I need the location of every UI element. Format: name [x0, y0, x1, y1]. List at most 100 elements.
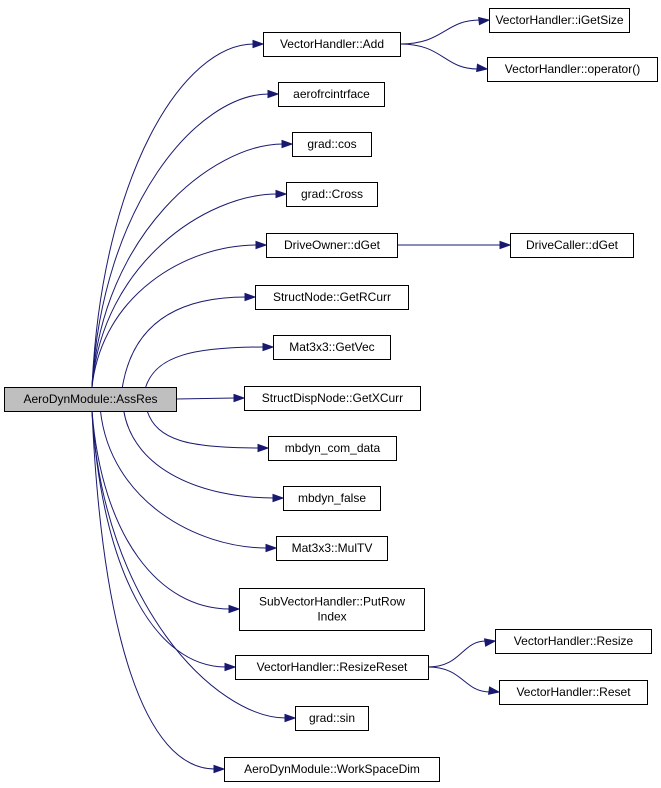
node-label: mbdyn_com_data — [285, 441, 381, 455]
edge-arrowhead — [483, 638, 497, 647]
node-label: VectorHandler::Reset — [516, 685, 631, 699]
node-cross[interactable]: grad::Cross — [286, 182, 378, 207]
edge-arrowhead — [224, 662, 237, 672]
edge-root-aerofrc — [91, 93, 270, 388]
node-label: AeroDynModule::WorkSpaceDim — [244, 762, 420, 776]
node-box[interactable] — [489, 8, 630, 33]
node-box[interactable] — [292, 132, 372, 157]
edge-add-igetsize — [399, 19, 481, 45]
edges-layer — [91, 16, 512, 774]
node-label: VectorHandler::iGetSize — [495, 13, 623, 27]
edge-root-comdata — [146, 410, 260, 449]
node-label: grad::Cross — [301, 187, 363, 201]
edge-arrowhead — [275, 189, 288, 199]
node-box[interactable] — [268, 436, 397, 461]
node-box[interactable] — [286, 182, 378, 207]
node-box[interactable] — [499, 680, 648, 705]
node-box[interactable] — [255, 285, 409, 310]
node-box[interactable] — [295, 706, 369, 731]
node-sin[interactable]: grad::sin — [295, 706, 369, 731]
edge-arrowhead — [281, 139, 294, 149]
node-box[interactable] — [239, 588, 425, 631]
node-label: grad::cos — [307, 137, 356, 151]
node-box[interactable] — [244, 386, 421, 411]
node-operator[interactable]: VectorHandler::operator() — [487, 57, 658, 82]
edge-arrowhead — [267, 89, 280, 99]
node-aerofrc[interactable]: aerofrcintrface — [278, 82, 385, 107]
node-label: StructNode::GetRCurr — [273, 290, 391, 304]
edge-root-cross — [91, 193, 278, 388]
node-label: aerofrcintrface — [293, 87, 370, 101]
node-label: AeroDynModule::AssRes — [23, 392, 157, 406]
edge-root-add — [91, 43, 255, 388]
node-label: VectorHandler::Add — [280, 37, 384, 51]
node-dcaller[interactable]: DriveCaller::dGet — [510, 233, 634, 258]
node-box[interactable] — [4, 387, 177, 412]
node-label: SubVectorHandler::PutRow — [259, 595, 405, 609]
node-igetsize[interactable]: VectorHandler::iGetSize — [489, 8, 630, 33]
edge-root-multv — [99, 410, 268, 549]
node-multv[interactable]: Mat3x3::MulTV — [276, 536, 388, 561]
node-box[interactable] — [224, 757, 440, 782]
node-resize[interactable]: VectorHandler::Resize — [495, 629, 652, 654]
edge-resizereset-reset — [427, 666, 491, 693]
node-label: VectorHandler::Resize — [514, 634, 634, 648]
node-getxcurr[interactable]: StructDispNode::GetXCurr — [244, 386, 421, 411]
node-resizereset[interactable]: VectorHandler::ResizeReset — [235, 655, 429, 680]
edge-root-getvec — [145, 346, 265, 388]
node-box[interactable] — [263, 32, 401, 57]
edge-arrowhead — [476, 63, 489, 73]
edge-arrowhead — [499, 240, 512, 250]
node-add[interactable]: VectorHandler::Add — [263, 32, 401, 57]
node-workspace[interactable]: AeroDynModule::WorkSpaceDim — [224, 757, 440, 782]
node-root[interactable]: AeroDynModule::AssRes — [4, 387, 177, 412]
node-label: Mat3x3::GetVec — [289, 340, 374, 354]
edge-arrowhead — [213, 764, 226, 774]
edge-arrowhead — [252, 39, 265, 49]
edge-root-resizereset — [91, 410, 227, 668]
node-box[interactable] — [266, 233, 398, 258]
node-label: Index — [317, 610, 346, 624]
edge-arrowhead — [488, 686, 501, 695]
node-box[interactable] — [510, 233, 634, 258]
edge-arrowhead — [265, 543, 278, 553]
node-box[interactable] — [283, 486, 381, 511]
node-getvec[interactable]: Mat3x3::GetVec — [273, 335, 391, 360]
edge-arrowhead — [478, 16, 491, 26]
node-label: grad::sin — [309, 711, 355, 725]
edge-arrowhead — [257, 443, 270, 453]
edge-root-putrow — [91, 410, 231, 610]
node-label: mbdyn_false — [298, 491, 366, 505]
node-comdata[interactable]: mbdyn_com_data — [268, 436, 397, 461]
node-label: VectorHandler::ResizeReset — [257, 660, 408, 674]
node-false[interactable]: mbdyn_false — [283, 486, 381, 511]
node-getrcurr[interactable]: StructNode::GetRCurr — [255, 285, 409, 310]
node-box[interactable] — [235, 655, 429, 680]
edge-root-false — [123, 410, 275, 499]
node-label: Mat3x3::MulTV — [292, 541, 373, 555]
edge-root-cos — [91, 143, 284, 388]
node-box[interactable] — [276, 536, 388, 561]
node-reset[interactable]: VectorHandler::Reset — [499, 680, 648, 705]
edge-resizereset-resize — [427, 640, 487, 668]
edge-arrowhead — [244, 292, 257, 302]
edge-arrowhead — [262, 342, 275, 352]
edge-root-sin — [91, 410, 287, 719]
node-box[interactable] — [495, 629, 652, 654]
edge-root-getxcurr — [175, 397, 236, 400]
node-box[interactable] — [278, 82, 385, 107]
node-label: DriveCaller::dGet — [526, 238, 619, 252]
node-box[interactable] — [273, 335, 391, 360]
node-box[interactable] — [487, 57, 658, 82]
edge-arrowhead — [255, 240, 268, 250]
edge-add-operator — [399, 43, 479, 70]
node-label: DriveOwner::dGet — [284, 238, 381, 252]
edge-arrowhead — [228, 604, 241, 614]
node-downer[interactable]: DriveOwner::dGet — [266, 233, 398, 258]
edge-arrowhead — [284, 713, 297, 723]
node-cos[interactable]: grad::cos — [292, 132, 372, 157]
edge-root-workspace — [91, 410, 216, 770]
edge-arrowhead — [272, 493, 285, 503]
